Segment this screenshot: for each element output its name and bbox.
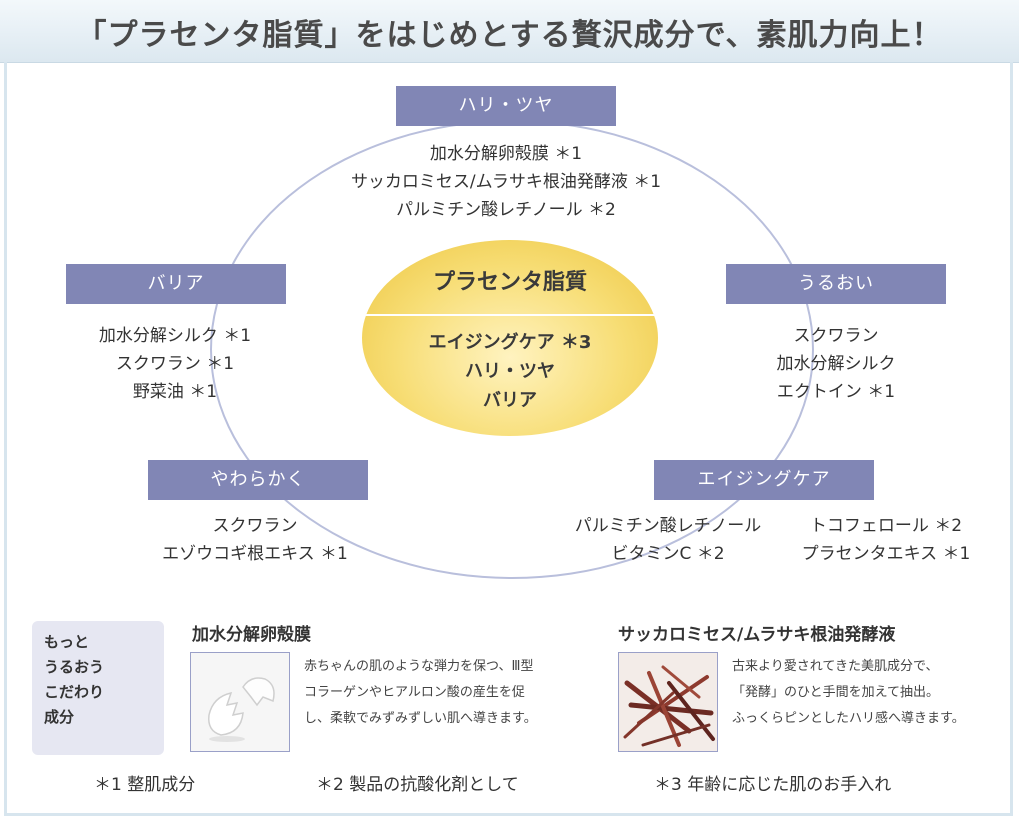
- category-tag-barrier: バリア: [66, 264, 286, 304]
- category-tag-aging: エイジングケア: [654, 460, 874, 500]
- desc-line: 古来より愛されてきた美肌成分で、: [732, 659, 939, 674]
- desc-line: ふっくらピンとしたハリ感へ導きます。: [732, 711, 965, 726]
- more-line: もっと: [44, 633, 90, 651]
- desc-line: し、柔軟でみずみずしい肌へ導きます。: [304, 711, 537, 726]
- content-frame: [4, 62, 1013, 816]
- category-list-aging-right: トコフェロール ＊2 プラセンタエキス ＊1: [788, 512, 984, 568]
- category-tag-uruoi: うるおい: [726, 264, 946, 304]
- desc-line: コラーゲンやヒアルロン酸の産生を促: [304, 685, 525, 700]
- category-list-barrier: 加水分解シルク ＊1 スクワラン ＊1 野菜油 ＊1: [60, 322, 290, 406]
- category-tag-hari: ハリ・ツヤ: [396, 86, 616, 126]
- card-title-eggshell: 加水分解卵殻膜: [192, 625, 311, 645]
- more-line: うるおう: [44, 658, 105, 676]
- desc-line: 赤ちゃんの肌のような弾力を保つ、Ⅲ型: [304, 659, 534, 674]
- more-ingredients-box: もっと うるおう こだわり 成分: [32, 621, 164, 755]
- ingredient-item: 加水分解シルク ＊1: [98, 326, 252, 346]
- footnote-1: ＊1 整肌成分: [94, 775, 196, 795]
- category-list-aging-left: パルミチン酸レチノール ビタミンC ＊2: [556, 512, 780, 568]
- page-title: 「プラセンタ脂質」をはじめとする贅沢成分で、素肌力向上！: [76, 18, 943, 53]
- benefit-item: バリア: [483, 390, 537, 411]
- ingredient-item: 野菜油 ＊1: [132, 382, 218, 402]
- ingredient-item: ビタミンC ＊2: [611, 544, 725, 564]
- ingredient-item: エクトイン ＊1: [776, 382, 896, 402]
- card-desc-murasaki: 古来より愛されてきた美肌成分で、 「発酵」のひと手間を加えて抽出。 ふっくらピン…: [732, 654, 1012, 732]
- desc-line: 「発酵」のひと手間を加えて抽出。: [732, 685, 939, 700]
- ingredient-item: スクワラン: [212, 516, 298, 536]
- ingredient-item: 加水分解卵殻膜 ＊1: [429, 144, 583, 164]
- murasaki-root-icon: [619, 653, 717, 751]
- more-line: こだわり: [44, 683, 105, 701]
- ingredient-item: パルミチン酸レチノール: [574, 516, 762, 536]
- ingredient-item: サッカロミセス/ムラサキ根油発酵液 ＊1: [350, 172, 662, 192]
- ingredient-item: エゾウコギ根エキス ＊1: [162, 544, 348, 564]
- category-tag-yawaraka: やわらかく: [148, 460, 368, 500]
- placenta-lipid-circle: プラセンタ脂質 エイジングケア ＊3 ハリ・ツヤ バリア: [362, 240, 658, 436]
- footnote-3: ＊3 年齢に応じた肌のお手入れ: [654, 775, 892, 795]
- benefit-item: エイジングケア ＊3: [428, 332, 592, 353]
- ingredient-item: スクワラン: [793, 326, 879, 346]
- footnote-2: ＊2 製品の抗酸化剤として: [316, 775, 519, 795]
- center-title: プラセンタ脂質: [432, 270, 587, 295]
- ingredient-item: パルミチン酸レチノール ＊2: [396, 200, 616, 220]
- ingredient-item: プラセンタエキス ＊1: [801, 544, 971, 564]
- murasaki-root-image: [618, 652, 718, 752]
- category-list-uruoi: スクワラン 加水分解シルク エクトイン ＊1: [726, 322, 946, 406]
- eggshell-icon: [191, 653, 289, 751]
- category-list-hari: 加水分解卵殻膜 ＊1 サッカロミセス/ムラサキ根油発酵液 ＊1 パルミチン酸レチ…: [306, 140, 706, 224]
- center-divider: [362, 314, 658, 316]
- more-line: 成分: [44, 708, 75, 726]
- card-desc-eggshell: 赤ちゃんの肌のような弾力を保つ、Ⅲ型 コラーゲンやヒアルロン酸の産生を促 し、柔…: [304, 654, 594, 732]
- ingredient-item: 加水分解シルク: [776, 354, 896, 374]
- ingredient-item: スクワラン ＊1: [115, 354, 235, 374]
- center-benefits: エイジングケア ＊3 ハリ・ツヤ バリア: [362, 328, 658, 415]
- card-title-murasaki: サッカロミセス/ムラサキ根油発酵液: [618, 625, 896, 645]
- eggshell-image: [190, 652, 290, 752]
- ingredient-item: トコフェロール ＊2: [809, 516, 963, 536]
- category-list-yawaraka: スクワラン エゾウコギ根エキス ＊1: [120, 512, 390, 568]
- header-banner: 「プラセンタ脂質」をはじめとする贅沢成分で、素肌力向上！: [0, 0, 1019, 63]
- benefit-item: ハリ・ツヤ: [465, 361, 555, 382]
